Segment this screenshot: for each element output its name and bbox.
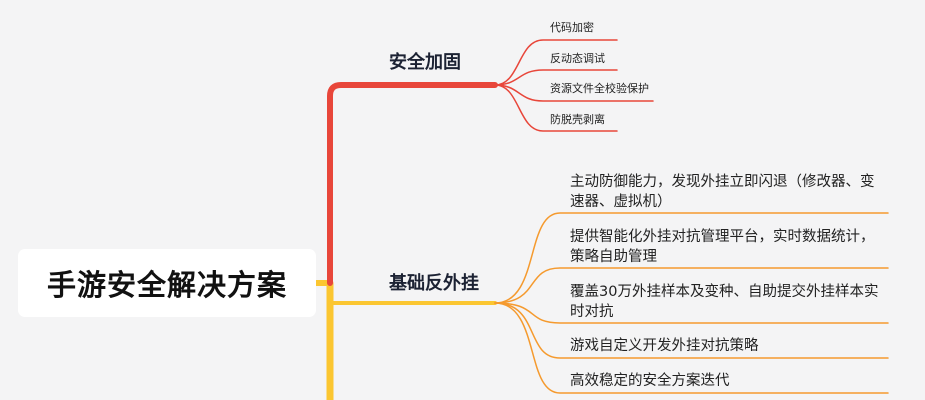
connector-b2-leaf-4 — [494, 302, 889, 394]
leaf-label: 代码加密 — [550, 21, 594, 34]
leaf-line: 覆盖30万外挂样本及变种、自助提交外挂样本实 — [570, 284, 879, 300]
branch-anti-cheat[interactable]: 基础反外挂 — [389, 269, 479, 295]
connector-b1-leaf-3 — [494, 84, 618, 132]
leaf-line: 提供智能化外挂对抗管理平台，实时数据统计， — [570, 229, 875, 245]
leaf-custom-strategy[interactable]: 游戏自定义开发外挂对抗策略 — [570, 336, 759, 356]
leaf-anti-unpacking[interactable]: 防脱壳剥离 — [550, 111, 605, 127]
leaf-label: 反动态调试 — [550, 52, 605, 65]
trunk-red — [327, 82, 498, 286]
leaf-line: 主动防御能力，发现外挂立即闪退（修改器、变 — [570, 174, 875, 190]
leaf-line: 策略自助管理 — [570, 249, 657, 265]
leaf-management-platform[interactable]: 提供智能化外挂对抗管理平台，实时数据统计， 策略自助管理 — [570, 227, 875, 267]
root-node[interactable]: 手游安全解决方案 — [18, 249, 316, 317]
connector-b2-leaf-2 — [494, 302, 889, 324]
leaf-line: 游戏自定义开发外挂对抗策略 — [570, 338, 759, 354]
branch-security-hardening[interactable]: 安全加固 — [389, 48, 461, 74]
leaf-line: 速器、虚拟机） — [570, 194, 672, 210]
connector-b1-leaf-1 — [494, 69, 618, 86]
leaf-resource-verification[interactable]: 资源文件全校验保护 — [550, 80, 649, 96]
connector-b1-leaf-0 — [494, 39, 618, 86]
root-label: 手游安全解决方案 — [46, 268, 287, 302]
leaf-line: 时对抗 — [570, 304, 614, 320]
branch-label: 基础反外挂 — [389, 273, 479, 294]
leaf-label: 防脱壳剥离 — [550, 113, 605, 126]
leaf-iteration[interactable]: 高效稳定的安全方案迭代 — [570, 371, 730, 391]
connector-b2-leaf-3 — [494, 302, 889, 359]
leaf-sample-coverage[interactable]: 覆盖30万外挂样本及变种、自助提交外挂样本实 时对抗 — [570, 282, 878, 322]
branch-label: 安全加固 — [389, 52, 461, 73]
connector-b2-leaf-1 — [494, 267, 889, 304]
leaf-code-encryption[interactable]: 代码加密 — [550, 19, 594, 35]
connector-b1-leaf-2 — [494, 84, 654, 102]
connector-b2-leaf-0 — [494, 212, 889, 304]
leaf-label: 资源文件全校验保护 — [550, 82, 649, 95]
leaf-active-defense[interactable]: 主动防御能力，发现外挂立即闪退（修改器、变 速器、虚拟机） — [570, 172, 875, 212]
leaf-anti-debug[interactable]: 反动态调试 — [550, 50, 605, 66]
leaf-line: 高效稳定的安全方案迭代 — [570, 373, 730, 389]
